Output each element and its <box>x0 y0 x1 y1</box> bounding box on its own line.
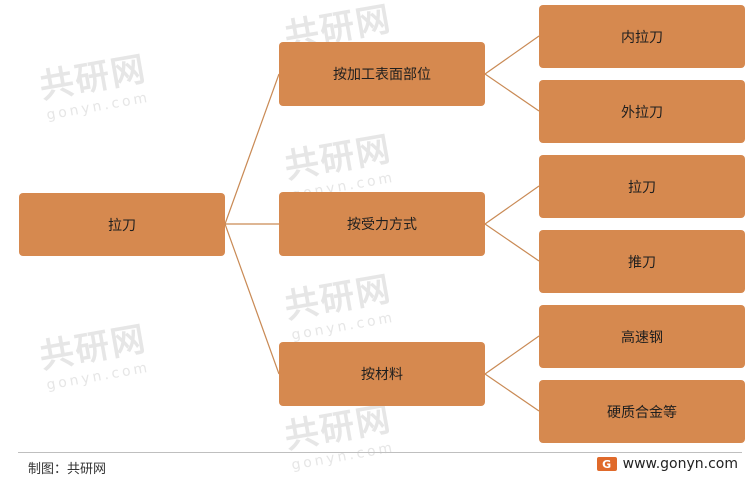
root-node: 拉刀 <box>19 193 225 256</box>
connector-branch-1-child-2 <box>484 73 540 112</box>
leaf-node-push-broach: 推刀 <box>539 230 745 293</box>
connector-branch-3-child-1 <box>484 335 540 375</box>
gonyn-logo-icon: G <box>596 457 617 471</box>
branch-node-material: 按材料 <box>279 342 485 406</box>
connector-root-branch-3 <box>224 223 280 375</box>
leaf-node-internal-broach: 内拉刀 <box>539 5 745 68</box>
source-credit: 制图：共研网 <box>28 462 107 477</box>
branch-node-surface: 按加工表面部位 <box>279 42 485 106</box>
site-credit: G www.gonyn.com <box>596 456 738 472</box>
connector-branch-1-child-1 <box>484 35 540 75</box>
leaf-node-carbide: 硬质合金等 <box>539 380 745 443</box>
footer-divider <box>18 452 742 453</box>
leaf-node-external-broach: 外拉刀 <box>539 80 745 143</box>
connector-branch-2-child-1 <box>484 185 540 225</box>
site-url: www.gonyn.com <box>622 456 738 472</box>
leaf-node-high-speed-steel: 高速钢 <box>539 305 745 368</box>
connector-branch-2-child-2 <box>484 223 540 262</box>
connector-branch-3-child-2 <box>484 373 540 412</box>
connector-root-branch-1 <box>224 73 280 225</box>
branch-node-force: 按受力方式 <box>279 192 485 256</box>
leaf-node-pull-broach: 拉刀 <box>539 155 745 218</box>
